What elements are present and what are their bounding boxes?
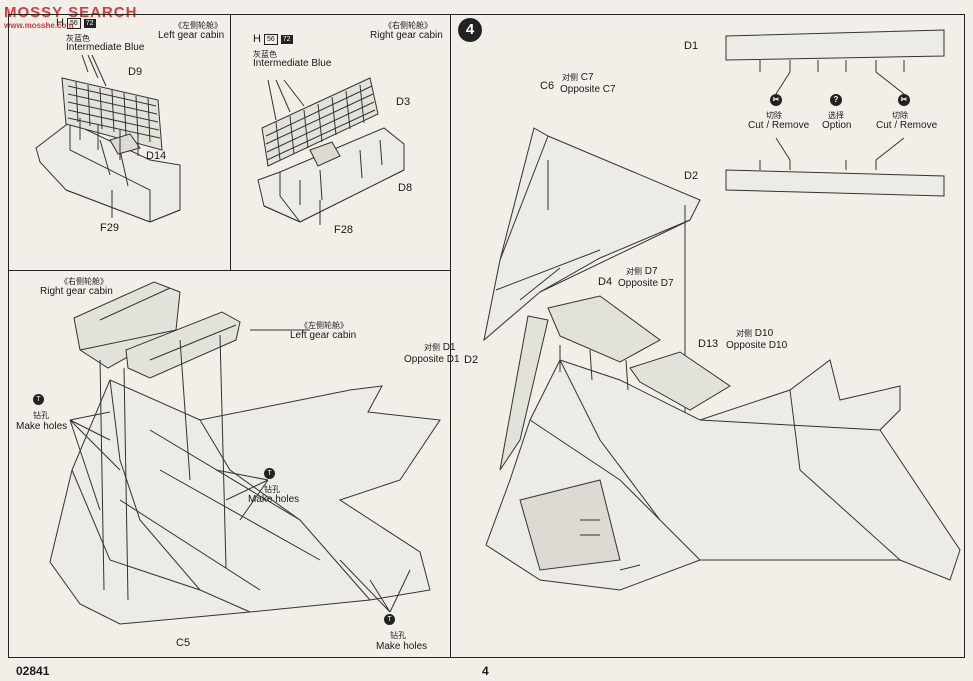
f29-color-zh: 灰蓝色 (66, 34, 90, 43)
part-label-d8: D8 (398, 182, 413, 194)
d1-opposite: Opposite D1 (404, 354, 460, 365)
part-label-c5: C5 (176, 637, 191, 649)
part-label-c6: C6 (540, 80, 555, 92)
c7-zh: 对侧 (562, 73, 578, 82)
part-label-d4: D4 (598, 276, 613, 288)
d7-opposite: Opposite D7 (618, 278, 674, 289)
bl-holes-zh-middle: 钻孔 (264, 485, 280, 494)
bl-holes-en-left: Make holes (16, 421, 68, 432)
f29-paint-callout: H 56 72 (56, 18, 96, 29)
f28-title-en: Right gear cabin (370, 30, 443, 41)
panel-step-4 (450, 14, 965, 658)
part-label-f29: F29 (100, 222, 119, 234)
bl-right-cabin-zh: 《右侧轮舱》 (60, 277, 108, 286)
f28-paint-num-1: 56 (263, 34, 278, 45)
watermark-logo: MOSSY SEARCH www.mosshe.com (4, 4, 137, 30)
step4-wing-drawing (483, 29, 961, 591)
d7-label: D7 (644, 266, 658, 277)
step-number-badge: 4 (458, 18, 482, 42)
d1-callout: 对侧 D1 (424, 342, 456, 353)
cut-icon-left: ✂ (770, 94, 782, 106)
part-label-d13: D13 (698, 338, 719, 350)
d7-callout: 对侧 D7 (626, 266, 658, 277)
f29-paint-num-1: 56 (66, 18, 81, 29)
f28-paint-num-2: 72 (280, 35, 293, 44)
f28-color-zh: 灰蓝色 (253, 50, 277, 59)
cut-en-right: Cut / Remove (876, 120, 938, 131)
drill-icon-left: T (33, 394, 44, 405)
f29-color-en: Intermediate Blue (66, 42, 145, 53)
bl-holes-en-bottom: Make holes (376, 641, 428, 652)
d10-label: D10 (754, 328, 774, 339)
part-label-d9: D9 (128, 66, 143, 78)
bl-right-cabin-en: Right gear cabin (40, 286, 113, 297)
d7-zh: 对侧 (626, 267, 642, 276)
drill-icon-middle: T (264, 468, 275, 479)
c7-label: C7 (580, 72, 594, 83)
f29-paint-num-2: 72 (83, 19, 96, 28)
f28-title-zh: 《右侧轮舱》 (384, 21, 432, 30)
option-en: Option (822, 120, 852, 131)
bl-holes-en-middle: Make holes (248, 494, 300, 505)
option-icon: ? (830, 94, 842, 106)
f28-paint-code: H (253, 33, 261, 45)
bl-left-cabin-en: Left gear cabin (290, 330, 357, 341)
footer-page-number: 4 (482, 664, 489, 678)
drill-icon-bottom: T (384, 614, 395, 625)
d1-label: D1 (442, 342, 456, 353)
part-label-d3: D3 (396, 96, 411, 108)
cut-en-left: Cut / Remove (748, 120, 810, 131)
f29-gear-cabin-drawing (35, 54, 181, 223)
f28-gear-cabin-drawing (257, 77, 405, 225)
part-label-d2: D2 (464, 354, 479, 366)
part-label-d2-top: D2 (684, 170, 699, 182)
option-zh: 选择 (828, 111, 844, 120)
cut-zh-left: 切除 (766, 111, 782, 120)
f28-paint-callout: H 56 72 (253, 34, 293, 45)
d10-callout: 对侧 D10 (736, 328, 773, 339)
d1-zh: 对侧 (424, 343, 440, 352)
part-label-d1-top: D1 (684, 40, 699, 52)
watermark-sub: www.mosshe.com (4, 21, 74, 30)
c7-opposite: Opposite C7 (560, 84, 616, 95)
cut-icon-right: ✂ (898, 94, 910, 106)
f28-color-en: Intermediate Blue (253, 58, 332, 69)
f29-title-en: Left gear cabin (158, 30, 225, 41)
d10-opposite: Opposite D10 (726, 340, 788, 351)
watermark-text: MOSSY SEARCH (4, 4, 138, 21)
f29-title-zh: 《左侧轮舱》 (174, 21, 222, 30)
part-label-f28: F28 (334, 224, 353, 236)
cut-zh-right: 切除 (892, 111, 908, 120)
c7-callout: 对侧 C7 (562, 72, 594, 83)
fuselage-underside-drawing (49, 281, 441, 625)
footer-product-code: 02841 (16, 664, 50, 678)
f29-paint-code: H (56, 17, 64, 29)
bl-holes-zh-left: 钻孔 (33, 411, 49, 420)
bl-left-cabin-zh: 《左侧轮舱》 (300, 321, 348, 330)
part-label-d14: D14 (146, 150, 167, 162)
bl-holes-zh-bottom: 钻孔 (390, 631, 406, 640)
d10-zh: 对侧 (736, 329, 752, 338)
